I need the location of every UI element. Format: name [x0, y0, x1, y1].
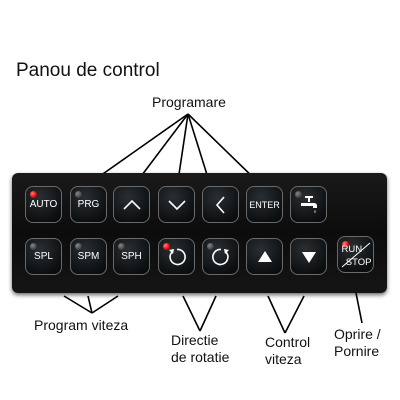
- label-oprire-pornire: Oprire / Pornire: [334, 326, 381, 360]
- up-button[interactable]: [113, 186, 150, 223]
- label-programare: Programare: [152, 94, 226, 110]
- triangle-up-icon: [257, 250, 272, 262]
- speed-down-button[interactable]: [290, 238, 327, 275]
- rotate-ccw-icon: [168, 248, 186, 265]
- led-indicator: [118, 243, 125, 250]
- led-indicator-on: [163, 243, 170, 250]
- left-button[interactable]: [202, 186, 239, 223]
- label-directie-line2: de rotatie: [171, 349, 230, 365]
- spm-button[interactable]: SPM: [70, 238, 107, 275]
- spm-button-label: SPM: [77, 251, 100, 262]
- label-control-line1: Control: [265, 334, 311, 350]
- faucet-icon: [300, 195, 317, 213]
- control-panel: AUTO PRG ENTER SPL SPM SPH: [12, 173, 387, 293]
- prg-button[interactable]: PRG: [70, 186, 107, 223]
- enter-button-label: ENTER: [249, 199, 280, 210]
- label-oprire-line2: Pornire: [334, 343, 380, 359]
- rotate-cw-button[interactable]: [202, 238, 239, 275]
- run-stop-button[interactable]: RUN STOP: [337, 236, 374, 273]
- run-label: RUN: [341, 243, 363, 255]
- led-indicator: [75, 243, 82, 250]
- down-button[interactable]: [158, 186, 195, 223]
- sph-button[interactable]: SPH: [113, 238, 150, 275]
- spl-button-label: SPL: [34, 251, 53, 262]
- prg-button-label: PRG: [77, 199, 100, 210]
- rotate-ccw-button[interactable]: [158, 238, 195, 275]
- led-indicator: [207, 243, 214, 250]
- auto-button[interactable]: AUTO: [25, 186, 62, 223]
- stop-label: STOP: [345, 256, 372, 268]
- chevron-up-icon: [122, 199, 141, 210]
- faucet-button[interactable]: [290, 186, 327, 223]
- triangle-down-icon: [301, 251, 316, 263]
- sph-button-label: SPH: [121, 251, 142, 262]
- label-control-line2: viteza: [265, 351, 302, 367]
- led-indicator: [295, 191, 302, 198]
- enter-button[interactable]: ENTER: [246, 186, 283, 223]
- run-stop-label-group: RUN STOP: [340, 240, 372, 270]
- led-indicator-on: [30, 191, 37, 198]
- led-indicator: [30, 243, 37, 250]
- label-directie-line1: Directie: [171, 332, 219, 348]
- speed-up-button[interactable]: [246, 238, 283, 275]
- label-oprire-line1: Oprire /: [334, 326, 381, 342]
- chevron-down-icon: [167, 199, 186, 210]
- label-control-viteza: Control viteza: [265, 334, 310, 368]
- led-indicator: [75, 191, 82, 198]
- auto-button-label: AUTO: [29, 199, 58, 210]
- page-title: Panou de control: [16, 60, 160, 81]
- led-indicator-on: [342, 241, 349, 248]
- spl-button[interactable]: SPL: [25, 238, 62, 275]
- rotate-cw-icon: [211, 248, 229, 265]
- label-directie-rotatie: Directie de rotatie: [171, 332, 229, 366]
- label-program-viteza: Program viteza: [34, 317, 129, 333]
- chevron-left-icon: [215, 195, 225, 214]
- diagonal-divider: [341, 242, 370, 267]
